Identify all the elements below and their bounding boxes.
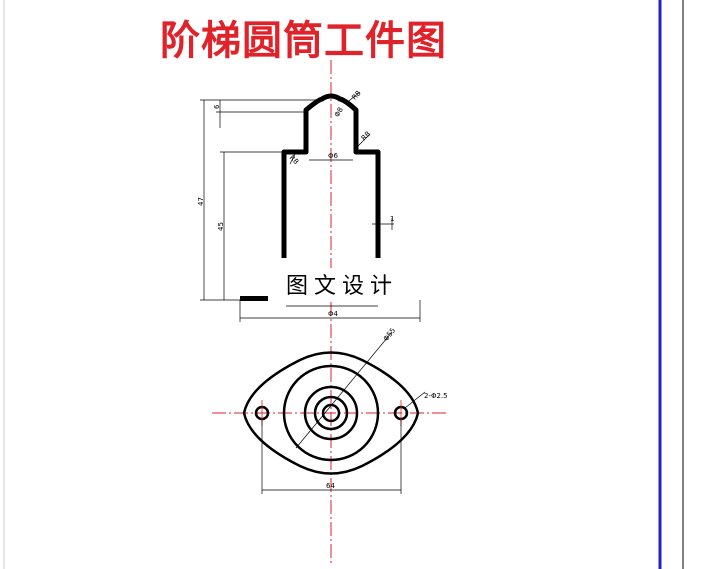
label-47: 47 — [197, 197, 205, 206]
leader-shoulder — [355, 133, 371, 149]
label-shoulder-r: R8 — [360, 130, 372, 142]
label-outer-dia: Φ55 — [382, 327, 397, 343]
middle-ring — [303, 385, 359, 441]
outer-ring — [282, 364, 380, 462]
label-6: 6 — [213, 104, 221, 109]
leader-outer-dia — [295, 331, 393, 449]
label-top-r: R8 — [350, 89, 362, 101]
leader-hole — [404, 391, 426, 409]
flange-base — [240, 296, 268, 301]
label-wall: 1 — [390, 215, 394, 223]
label-hole: 2-Φ2.5 — [424, 392, 448, 400]
label-45: 45 — [217, 222, 225, 231]
leader-left-shoulder — [289, 151, 297, 165]
label-hole-spacing: 64 — [326, 482, 335, 490]
label-neck: Φ6 — [328, 152, 339, 160]
design-caption: 图文设计 — [286, 268, 399, 300]
label-flange: Φ4 — [328, 310, 339, 318]
center-hole — [321, 403, 341, 423]
leader-top-right — [344, 91, 361, 105]
top-view: Φ55 2-Φ2.5 64 — [212, 327, 448, 494]
inner-ring — [313, 395, 349, 431]
drawing-title: 阶梯圆筒工件图 — [160, 17, 447, 64]
flange-outline — [242, 351, 420, 475]
label-top-dia: Φ8 — [333, 106, 345, 119]
front-profile-outline — [281, 93, 381, 258]
label-left-shoulder: R8 — [288, 154, 300, 166]
front-view: 6 47 45 R8 Φ8 Φ6 R8 R8 1 Φ4 — [197, 89, 421, 322]
